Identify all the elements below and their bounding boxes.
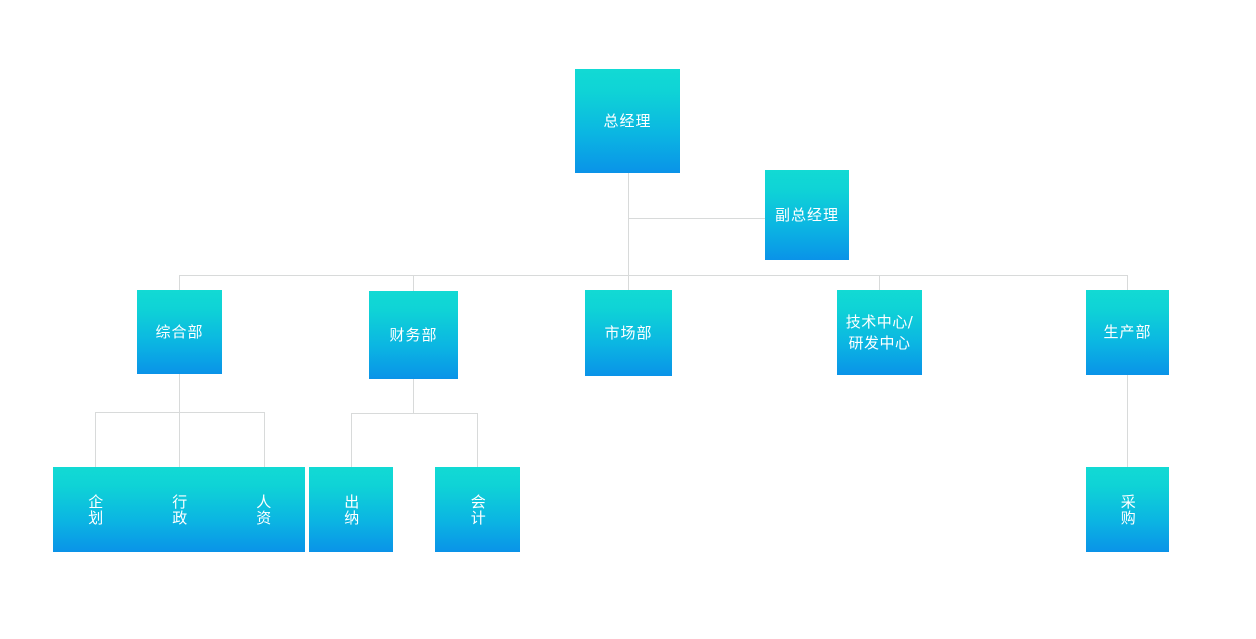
connector-drop-planning bbox=[95, 412, 96, 467]
node-deputy-general-manager[interactable]: 副总经理 bbox=[765, 170, 849, 260]
node-general-manager[interactable]: 总经理 bbox=[575, 69, 680, 173]
node-tech-rd-center[interactable]: 技术中心/ 研发中心 bbox=[837, 290, 922, 375]
connector-general-affairs-trunk bbox=[179, 373, 180, 413]
node-accounting-label: 会计 bbox=[468, 493, 487, 526]
node-general-affairs-label: 综合部 bbox=[155, 322, 204, 341]
connector-finance-trunk bbox=[413, 378, 414, 414]
connector-drop-production bbox=[1127, 275, 1128, 291]
node-human-resources-label: 人资 bbox=[254, 493, 273, 526]
connector-gm-trunk bbox=[628, 172, 629, 276]
node-human-resources[interactable]: 人资 bbox=[221, 467, 305, 552]
node-planning[interactable]: 企划 bbox=[53, 467, 137, 552]
node-production[interactable]: 生产部 bbox=[1086, 290, 1169, 375]
connector-drop-general-affairs bbox=[179, 275, 180, 291]
connector-general-affairs-bus bbox=[95, 412, 265, 413]
node-general-affairs[interactable]: 综合部 bbox=[137, 290, 222, 374]
connector-drop-cashier bbox=[351, 413, 352, 467]
connector-drop-accounting bbox=[477, 413, 478, 467]
node-finance-label: 财务部 bbox=[389, 325, 438, 344]
node-cashier[interactable]: 出纳 bbox=[309, 467, 393, 552]
node-marketing[interactable]: 市场部 bbox=[585, 290, 672, 376]
node-marketing-label: 市场部 bbox=[604, 323, 653, 342]
node-finance[interactable]: 财务部 bbox=[369, 291, 458, 379]
connector-production-to-procurement bbox=[1127, 375, 1128, 467]
node-general-manager-label: 总经理 bbox=[603, 111, 652, 130]
connector-drop-administration bbox=[179, 412, 180, 467]
connector-finance-bus bbox=[351, 413, 478, 414]
connector-drop-tech-rd bbox=[879, 275, 880, 291]
node-planning-label: 企划 bbox=[86, 493, 105, 526]
connector-drop-finance bbox=[413, 275, 414, 291]
connector-drop-human-resources bbox=[264, 412, 265, 467]
node-procurement[interactable]: 采购 bbox=[1086, 467, 1169, 552]
node-procurement-label: 采购 bbox=[1118, 493, 1137, 526]
node-accounting[interactable]: 会计 bbox=[435, 467, 520, 552]
node-tech-rd-center-label: 技术中心/ 研发中心 bbox=[845, 313, 914, 352]
node-cashier-label: 出纳 bbox=[342, 493, 361, 526]
node-administration-label: 行政 bbox=[170, 493, 189, 526]
node-production-label: 生产部 bbox=[1103, 323, 1152, 342]
connector-drop-marketing bbox=[628, 275, 629, 291]
node-deputy-general-manager-label: 副总经理 bbox=[774, 205, 839, 224]
node-administration[interactable]: 行政 bbox=[137, 467, 221, 552]
connector-level2-bus bbox=[179, 275, 1128, 276]
connector-gm-to-deputy bbox=[628, 218, 765, 219]
